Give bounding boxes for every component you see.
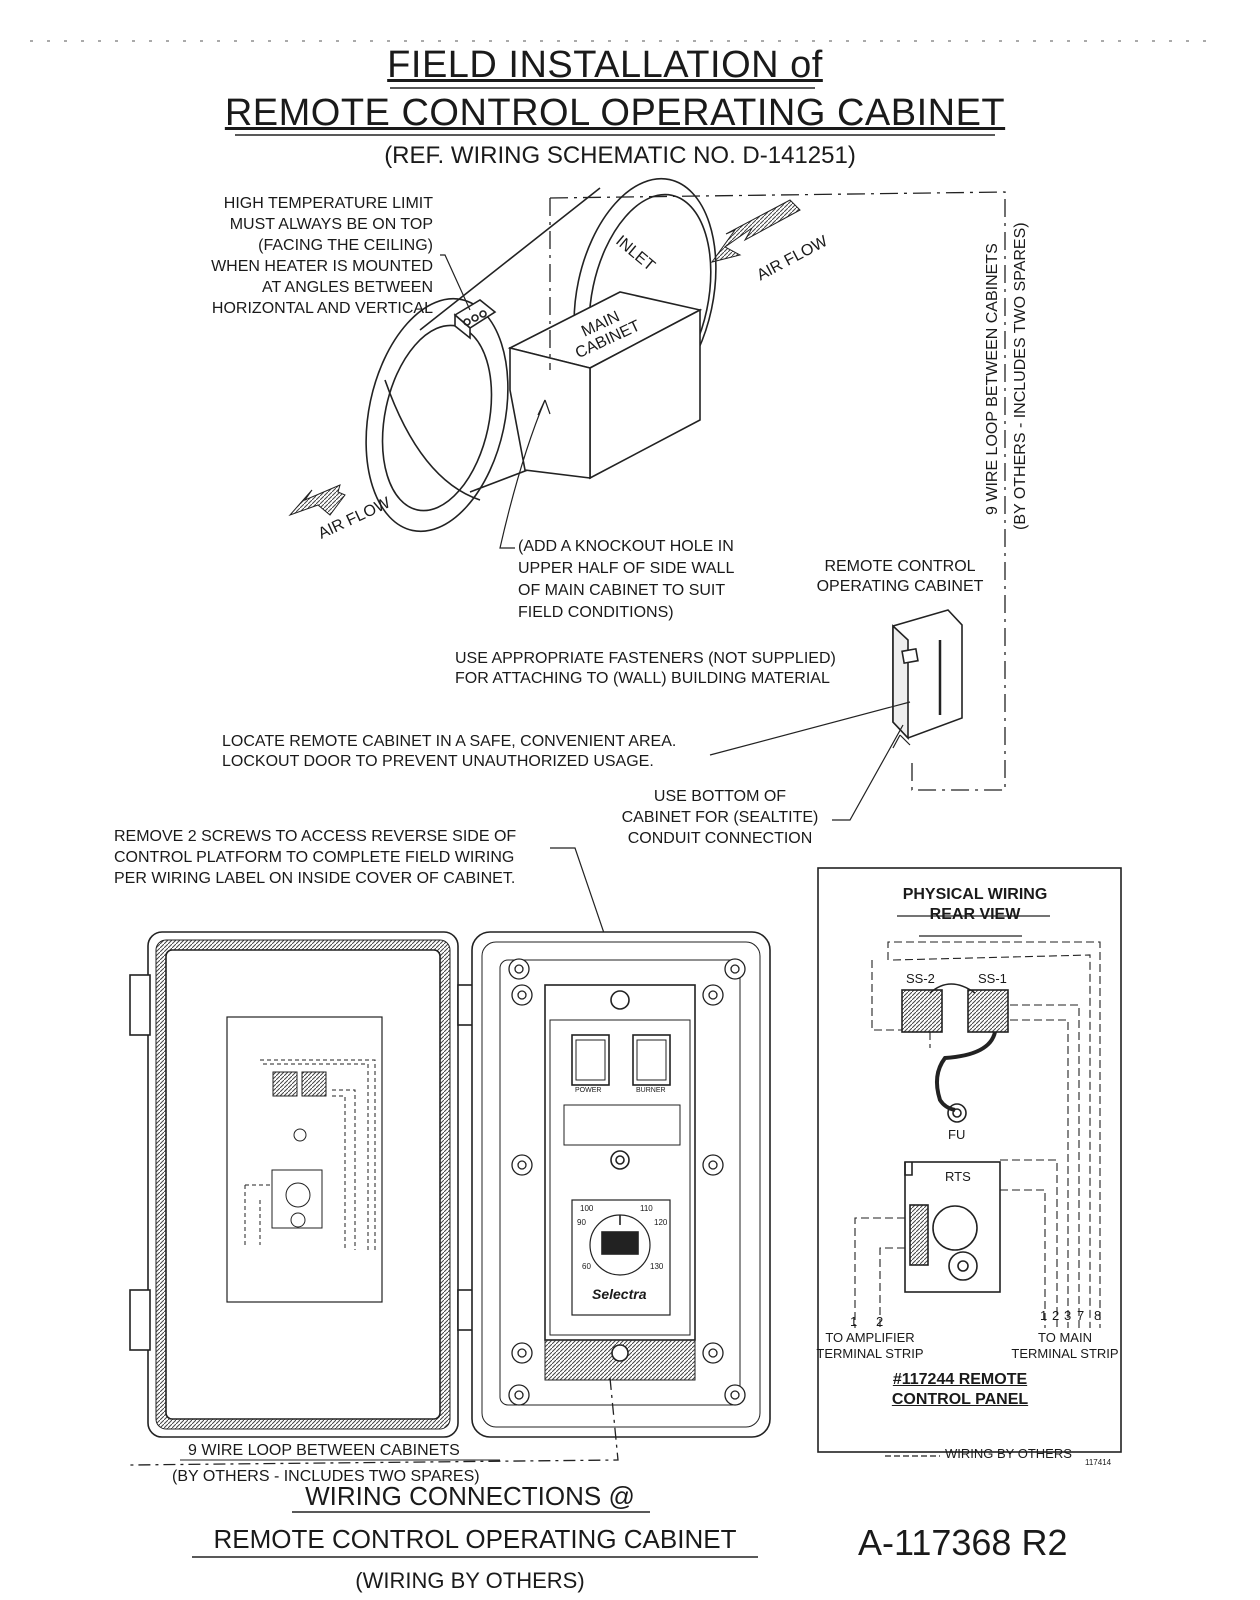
dial-value-60: 60 bbox=[582, 1262, 591, 1271]
outlet-flange bbox=[365, 297, 509, 533]
door-wiring-label-sketch bbox=[244, 1059, 376, 1250]
wire-loop-bottom-label-2: (BY OTHERS - INCLUDES TWO SPARES) bbox=[172, 1468, 480, 1485]
power-switch-label: POWER bbox=[575, 1087, 602, 1094]
title-line-1: FIELD INSTALLATION of bbox=[387, 44, 823, 86]
main-terminal-1: 1 bbox=[1040, 1308, 1048, 1323]
ss2-label: SS-2 bbox=[906, 971, 935, 986]
document-number: A-117368 R2 bbox=[858, 1522, 1068, 1563]
rts-label: RTS bbox=[945, 1169, 971, 1184]
title-line-2: REMOTE CONTROL OPERATING CABINET bbox=[224, 92, 1006, 134]
dial-value-120: 120 bbox=[654, 1218, 668, 1227]
main-terminal-7: 7 bbox=[1077, 1308, 1085, 1323]
ss1-label: SS-1 bbox=[978, 971, 1007, 986]
wiring-title-line1: PHYSICAL WIRING bbox=[902, 886, 1048, 903]
wire-loop-top bbox=[549, 191, 1006, 791]
cabinet-door bbox=[129, 931, 475, 1438]
dial-value-130: 130 bbox=[650, 1262, 664, 1271]
heater-body-top bbox=[419, 187, 601, 331]
bottom-title-line2: REMOTE CONTROL OPERATING CABINET bbox=[213, 1524, 737, 1554]
main-terminal-2: 2 bbox=[1052, 1308, 1060, 1323]
selectra-brand: Selectra bbox=[592, 1286, 647, 1302]
duct-heater bbox=[365, 177, 717, 549]
wire-loop-bottom-label-1: 9 WIRE LOOP BETWEEN CABINETS bbox=[188, 1442, 460, 1459]
main-terminal-8: 8 bbox=[1094, 1308, 1102, 1323]
bottom-title-line1: WIRING CONNECTIONS @ bbox=[305, 1481, 635, 1511]
remote-cabinet-small bbox=[892, 609, 963, 741]
fu-label: FU bbox=[948, 1127, 966, 1142]
air-flow-arrow-in bbox=[710, 199, 801, 263]
reference-note: (REF. WIRING SCHEMATIC NO. D-141251) bbox=[384, 142, 856, 169]
cabinet-body bbox=[471, 931, 771, 1438]
wire-loop-vertical-line2: (BY OTHERS - INCLUDES TWO SPARES) bbox=[1012, 222, 1029, 530]
drawing-code: 117414 bbox=[1085, 1458, 1112, 1467]
burner-switch-label: BURNER bbox=[636, 1087, 666, 1094]
dial-value-90: 90 bbox=[577, 1218, 586, 1227]
air-flow-arrow-out bbox=[288, 484, 346, 517]
amp-terminal-2: 2 bbox=[876, 1314, 884, 1329]
bottom-title-line3: (WIRING BY OTHERS) bbox=[355, 1568, 585, 1593]
wiring-title-line2: REAR VIEW bbox=[929, 906, 1021, 923]
main-terminal-3: 3 bbox=[1064, 1308, 1072, 1323]
wire-loop-bottom bbox=[129, 1377, 619, 1466]
legend-wiring-by-others: WIRING BY OTHERS bbox=[945, 1446, 1072, 1461]
dial-value-110: 110 bbox=[640, 1204, 653, 1213]
wire-loop-vertical-line1: 9 WIRE LOOP BETWEEN CABINETS bbox=[984, 243, 1001, 515]
amp-terminal-1: 1 bbox=[850, 1314, 858, 1329]
dial-value-100: 100 bbox=[580, 1204, 594, 1213]
physical-wiring-panel bbox=[817, 867, 1122, 1457]
